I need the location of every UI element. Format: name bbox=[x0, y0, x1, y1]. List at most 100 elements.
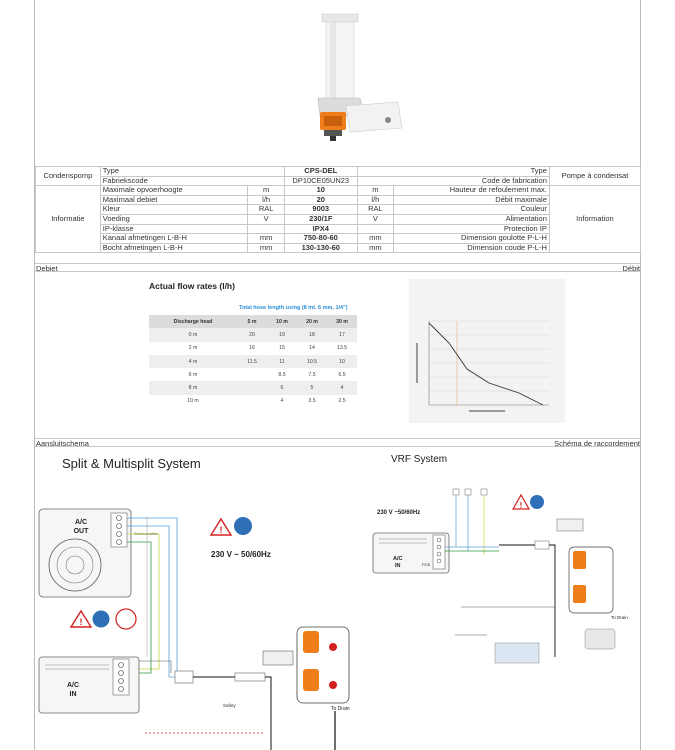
wiring-lines: A/C OUT Communication ! ! 230 V ~ 50/60H bbox=[38, 488, 628, 750]
product-image bbox=[317, 13, 403, 141]
section-schema-fr: Schéma de raccordement bbox=[554, 439, 640, 448]
vrf-pump-float bbox=[573, 585, 586, 603]
flow-rates-panel: Actual flow rates (l/h) Total hose lengt… bbox=[147, 279, 567, 423]
flow-header: 10 m bbox=[267, 315, 297, 329]
lock-icon bbox=[329, 643, 337, 651]
category-label-fr: Pompe à condensat bbox=[548, 165, 642, 187]
spec-unit: m bbox=[247, 185, 285, 196]
vrf-ac-in-label-2: IN bbox=[395, 563, 401, 569]
svg-text:!: ! bbox=[80, 617, 83, 627]
flow-cell: 17 bbox=[327, 328, 357, 342]
spec-label: Maximaal debiet bbox=[99, 194, 249, 206]
ac-indoor-unit bbox=[38, 656, 140, 714]
datasheet: Condenspomp Type CPS-DEL Type Pompe à co… bbox=[34, 0, 642, 750]
vrf-ac-in-label-1: A/C bbox=[393, 556, 403, 562]
spec-row-code: Fabriekscode DP10CE05UN23 Code de fabric… bbox=[36, 175, 641, 187]
section-schema: Aansluitschema Schéma de raccordement bbox=[35, 438, 641, 448]
spec-value: 130-130-60 bbox=[283, 242, 358, 254]
spec-unit-fr: V bbox=[356, 213, 395, 225]
vrf-pump-float bbox=[573, 551, 586, 569]
flow-cell: 6.5 bbox=[327, 368, 357, 382]
lock-icon bbox=[329, 681, 337, 689]
spec-value: 750-80-60 bbox=[283, 233, 358, 244]
vrf-system-title: VRF System bbox=[391, 454, 448, 465]
spec-label-fr: Alimentation bbox=[393, 213, 550, 225]
ac-out-label-1: A/C bbox=[75, 519, 87, 526]
spec-row: Bocht afmetingen L-B-H mm 130-130-60 mm … bbox=[36, 242, 641, 254]
pump-label-plate bbox=[262, 650, 294, 666]
manual-icon bbox=[234, 517, 252, 535]
spec-label-fr: Dimension coude P-L-H bbox=[393, 242, 550, 254]
vrf-terminal-pe bbox=[480, 488, 488, 496]
spec-label: Bocht afmetingen L-B-H bbox=[99, 242, 249, 254]
warning-icon: ! bbox=[69, 609, 93, 628]
flow-cell: 20 bbox=[237, 328, 267, 342]
flow-cell: 7.5 bbox=[297, 368, 327, 382]
flow-cell: 5 bbox=[297, 381, 327, 395]
pcb-label: PCB bbox=[422, 562, 431, 567]
spec-unit: V bbox=[247, 213, 285, 225]
ac-outdoor-unit bbox=[38, 508, 132, 598]
flow-cell bbox=[237, 368, 267, 382]
flow-cell: 8 m bbox=[149, 381, 237, 395]
flow-cell: 6 m bbox=[149, 368, 237, 382]
flow-cell: 11 bbox=[267, 354, 297, 369]
vrf-safety-switch bbox=[534, 540, 550, 550]
safety-switch bbox=[234, 672, 266, 682]
flow-title: Actual flow rates (l/h) bbox=[149, 281, 235, 291]
flow-cell: 4 m bbox=[149, 354, 237, 369]
vrf-terminal-l bbox=[452, 488, 460, 496]
spec-value: 230/1F bbox=[283, 213, 358, 225]
spec-value: 10 bbox=[283, 185, 358, 196]
flow-cell: 10.5 bbox=[297, 354, 327, 369]
category-label-nl: Condenspomp bbox=[35, 165, 101, 187]
vrf-indoor-unit bbox=[372, 532, 450, 574]
terminal-block bbox=[174, 670, 194, 684]
spec-table: Condenspomp Type CPS-DEL Type Pompe à co… bbox=[35, 165, 642, 254]
flow-cell: 10 bbox=[327, 354, 357, 369]
spec-row-type: Condenspomp Type CPS-DEL Type Pompe à co… bbox=[35, 165, 642, 187]
power-label: 230 V ~ 50/60Hz bbox=[211, 550, 271, 559]
flow-header: Discharge head bbox=[149, 315, 237, 329]
flow-cell: 0 m bbox=[149, 328, 237, 342]
flow-cell: 3.5 bbox=[297, 394, 327, 409]
pump-float bbox=[303, 631, 319, 653]
info-label-nl: Informatie bbox=[35, 185, 101, 254]
flow-cell: 18 bbox=[297, 328, 327, 342]
spec-label: Voeding bbox=[99, 213, 249, 225]
vrf-power-label: 230 V ~50/60Hz bbox=[377, 510, 420, 516]
spec-row: Informatie Maximale opvoerhoogte m 10 m … bbox=[35, 185, 642, 254]
spec-unit: mm bbox=[247, 242, 285, 254]
flow-cell bbox=[237, 394, 267, 409]
pump-float bbox=[303, 669, 319, 691]
flow-cell: 8.5 bbox=[267, 368, 297, 382]
type-value: CPS-DEL bbox=[283, 166, 358, 177]
spec-unit: mm bbox=[247, 233, 285, 244]
spec-unit-fr: m bbox=[356, 185, 395, 196]
flow-cell: 4 bbox=[327, 381, 357, 395]
vrf-pump-body bbox=[584, 628, 616, 650]
flow-subtitle: Total hose length using (8 int. 6 mm, 1/… bbox=[239, 305, 348, 311]
vrf-pump-plate bbox=[556, 518, 584, 532]
ac-in-label-1: A/C bbox=[67, 682, 79, 689]
manual-icon bbox=[530, 495, 544, 509]
flow-cell: 2.5 bbox=[327, 394, 357, 409]
prohibited-icon bbox=[115, 608, 137, 630]
safety-label: Safety bbox=[223, 703, 237, 708]
warning-icon: ! bbox=[209, 517, 233, 536]
vrf-drain-tray bbox=[494, 642, 540, 664]
flow-header-row: Discharge head 5 m 10 m 20 m 30 m bbox=[149, 315, 357, 329]
ac-out-label-2: OUT bbox=[74, 528, 90, 535]
flow-header: 20 m bbox=[297, 315, 327, 329]
spec-label-fr: Dimension goulotte P-L-H bbox=[393, 233, 550, 244]
ac-in-label-2: IN bbox=[70, 691, 77, 698]
section-debiet-nl: Debiet bbox=[36, 264, 58, 273]
vrf-to-drain-label: To Drain bbox=[611, 615, 628, 620]
flow-cell: 16 bbox=[237, 341, 267, 355]
warning-icon: ! bbox=[511, 493, 531, 510]
flow-cell: 10 m bbox=[149, 394, 237, 409]
to-drain-label: To Drain bbox=[331, 706, 350, 712]
